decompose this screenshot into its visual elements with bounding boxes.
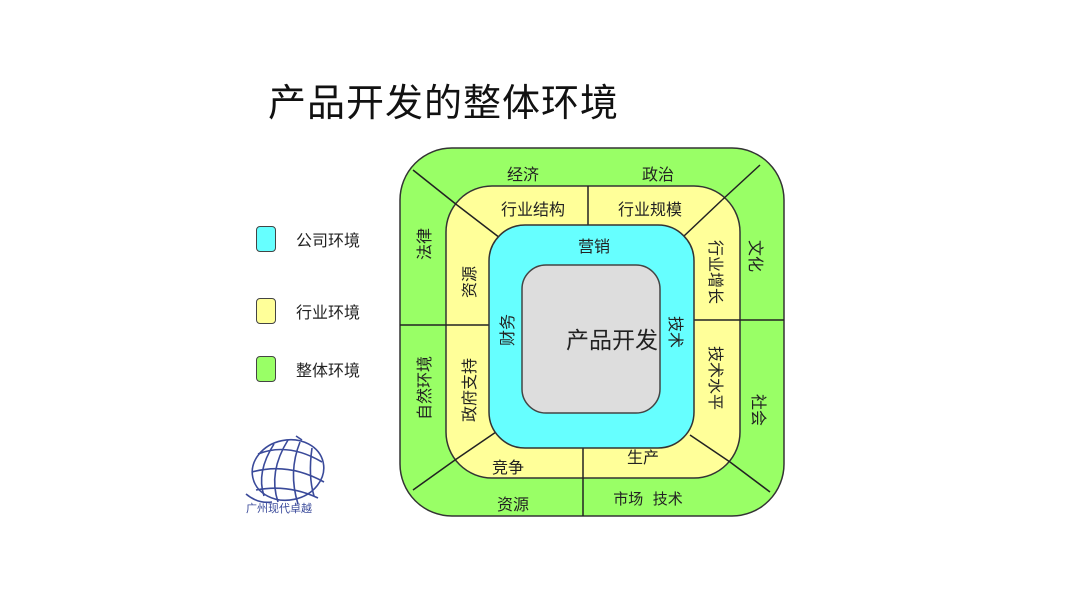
overall-bottom-left-label: 资源 — [497, 495, 529, 514]
divider — [412, 459, 456, 491]
legend-label-overall: 整体环境 — [296, 361, 361, 380]
globe-logo-icon — [245, 435, 325, 505]
legend-item-industry: 行业环境 — [256, 298, 360, 324]
center-label: 产品开发 — [566, 328, 658, 354]
product-development-core — [521, 264, 661, 414]
industry-top-left-label: 行业结构 — [501, 200, 565, 219]
industry-top-right-label: 行业规模 — [618, 200, 682, 219]
page-title: 产品开发的整体环境 — [268, 81, 620, 125]
overall-left-upper-label: 法律 — [415, 228, 434, 260]
overall-left-lower-label: 自然环境 — [415, 356, 434, 420]
industry-right-upper-label: 行业增长 — [706, 240, 725, 304]
industry-right-lower-label: 技术水平 — [706, 346, 725, 410]
industry-left-lower-label: 政府支持 — [460, 358, 479, 422]
divider — [689, 434, 731, 463]
legend-swatch-industry — [256, 298, 276, 324]
overall-right-lower-label: 社会 — [749, 394, 768, 426]
overall-right-upper-label: 文化 — [746, 240, 765, 272]
divider — [683, 199, 723, 237]
divider — [456, 204, 501, 239]
overall-top-left-label: 经济 — [507, 165, 539, 184]
company-left-label: 财务 — [498, 314, 517, 346]
industry-bottom-right-label: 生产 — [627, 448, 659, 467]
divider — [454, 431, 497, 461]
legend-label-company: 公司环境 — [296, 231, 361, 250]
company-top-label: 营销 — [578, 237, 610, 256]
divider — [721, 164, 761, 201]
legend-item-company: 公司环境 — [256, 226, 360, 252]
industry-left-upper-label: 资源 — [460, 266, 479, 298]
logo-text: 广州现代卓越 — [246, 502, 312, 515]
divider — [412, 169, 458, 206]
divider — [729, 461, 771, 493]
industry-bottom-left-label: 竞争 — [492, 458, 524, 477]
company-right-label: 技术 — [666, 316, 685, 348]
legend-swatch-company — [256, 226, 276, 252]
legend-swatch-overall — [256, 356, 276, 382]
legend-label-industry: 行业环境 — [296, 303, 361, 322]
overall-top-right-label: 政治 — [642, 165, 674, 184]
legend-item-overall: 整体环境 — [256, 356, 360, 382]
overall-bottom-right-label: 市场 技术 — [613, 490, 683, 508]
